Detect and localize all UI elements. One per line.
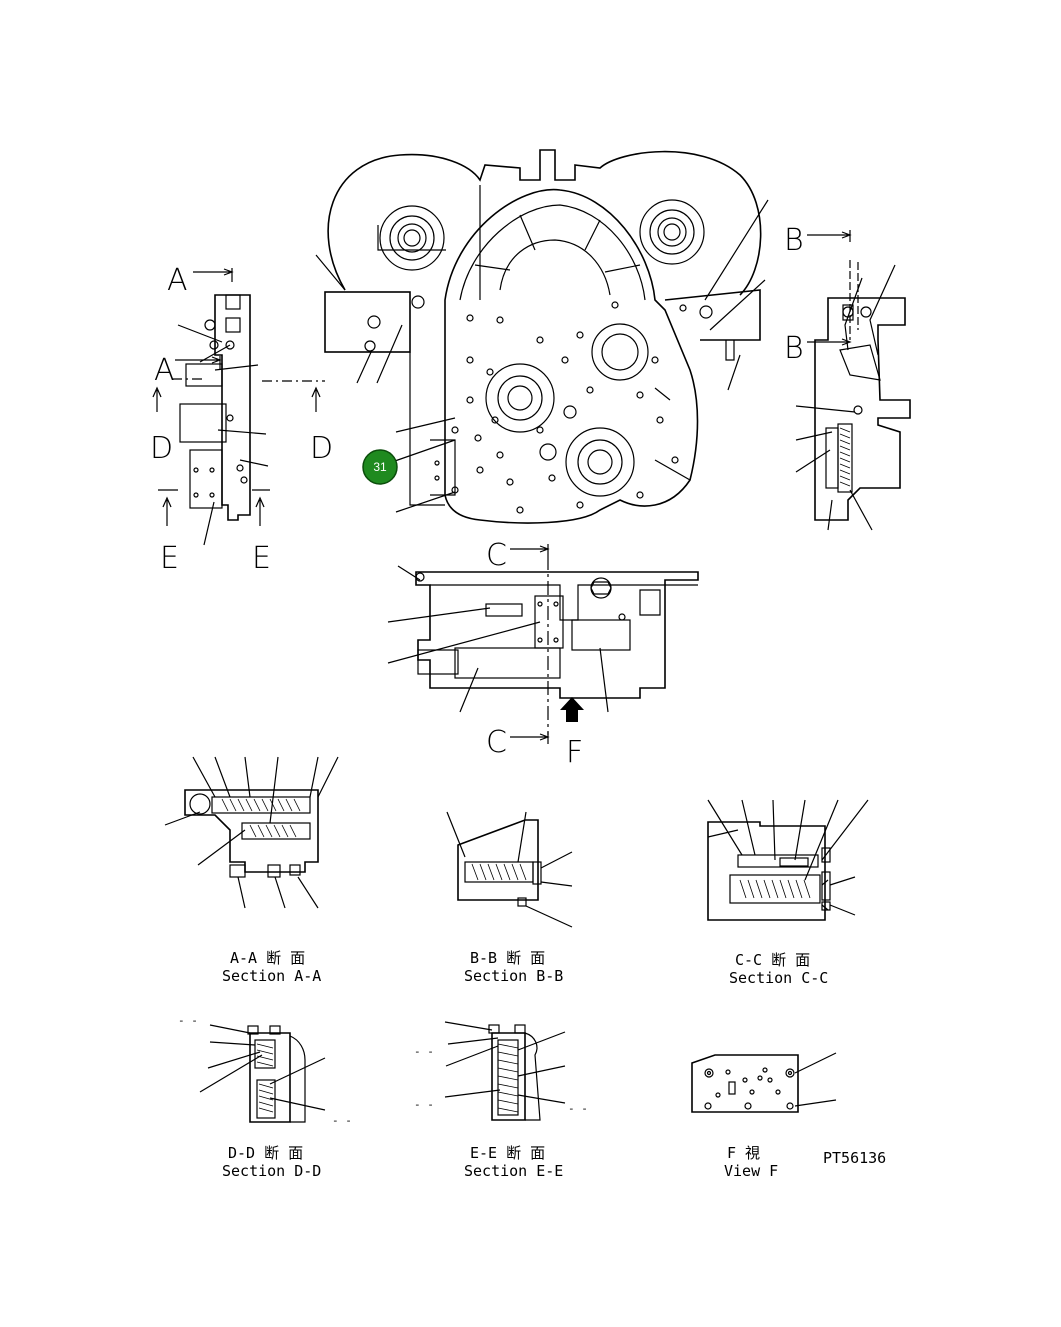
caption-bb-en: Section B-B bbox=[464, 967, 563, 985]
e-mark-right: E bbox=[252, 541, 271, 576]
caption-ee-jp: E-E 断 面 bbox=[470, 1144, 545, 1162]
c-mark-bottom: C bbox=[486, 725, 507, 760]
caption-dd-en: Section D-D bbox=[222, 1162, 321, 1180]
caption-aa-jp: A-A 断 面 bbox=[230, 949, 305, 967]
drawing-code: PT56136 bbox=[823, 1149, 886, 1167]
section-c-c: C-C 断 面 Section C-C bbox=[707, 799, 869, 987]
right-side-view: B B bbox=[784, 223, 911, 531]
section-b-b: B-B 断 面 Section B-B bbox=[446, 811, 573, 985]
caption-cc-en: Section C-C bbox=[729, 969, 828, 987]
caption-bb-jp: B-B 断 面 bbox=[470, 949, 545, 967]
caption-aa-en: Section A-A bbox=[222, 967, 321, 985]
caption-ee-en: Section E-E bbox=[464, 1162, 563, 1180]
dash-e1: - - bbox=[414, 1045, 434, 1058]
b-mark-mid: B bbox=[784, 331, 804, 366]
d-mark-left: D bbox=[150, 431, 173, 466]
b-mark-top: B bbox=[784, 223, 804, 258]
f-mark: F bbox=[566, 735, 583, 770]
c-mark-top: C bbox=[486, 538, 507, 573]
caption-cc-jp: C-C 断 面 bbox=[735, 951, 810, 969]
dash-e2: - - bbox=[414, 1098, 434, 1111]
callout-31-text: 31 bbox=[373, 460, 387, 474]
bottom-view: C F C bbox=[387, 538, 699, 770]
a-mark-mid: A bbox=[154, 353, 175, 388]
dash-e3: - - bbox=[568, 1102, 588, 1115]
a-mark-top: A bbox=[167, 263, 188, 298]
dash-d1: - - bbox=[178, 1014, 198, 1027]
bolt-holes bbox=[451, 301, 679, 514]
callout-31-badge[interactable]: 31 bbox=[362, 439, 456, 485]
section-d-d: - - - - D-D 断 面 Section D-D bbox=[178, 1014, 352, 1180]
f-arrow bbox=[560, 697, 584, 722]
caption-dd-jp: D-D 断 面 bbox=[228, 1144, 303, 1162]
callout-31-circle[interactable] bbox=[362, 449, 398, 485]
left-side-view: A A D D E E bbox=[150, 263, 333, 576]
section-e-e: - - - - - - E-E 断 面 Section E-E bbox=[414, 1021, 588, 1180]
view-f: F 視 View F bbox=[691, 1052, 837, 1180]
caption-f-en: View F bbox=[724, 1162, 778, 1180]
spring-hatch-right bbox=[839, 427, 851, 487]
caption-f-jp: F 視 bbox=[727, 1144, 760, 1162]
section-a-a: A-A 断 面 Section A-A bbox=[164, 756, 339, 985]
main-housing-view bbox=[315, 149, 769, 524]
e-mark-left: E bbox=[160, 541, 179, 576]
dash-d2: - - bbox=[332, 1114, 352, 1127]
d-mark-right: D bbox=[310, 431, 333, 466]
